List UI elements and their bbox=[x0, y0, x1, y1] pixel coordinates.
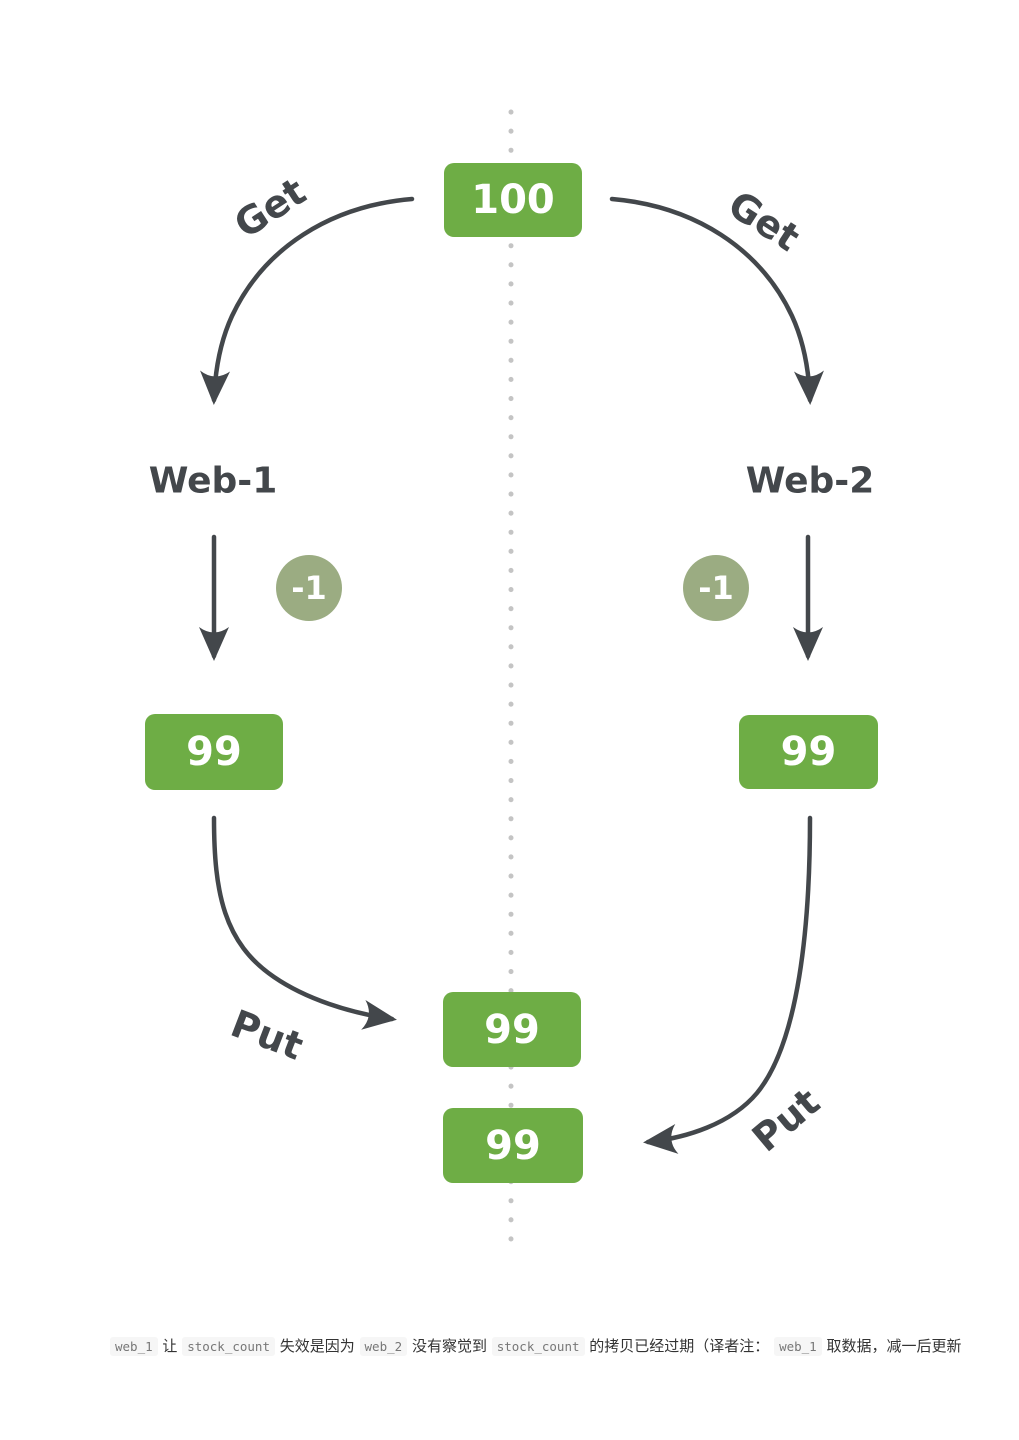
decrement-badge-left: -1 bbox=[276, 555, 342, 621]
get-arrow-right bbox=[609, 196, 824, 405]
put-arrow-right bbox=[643, 815, 813, 1154]
caption-code: web_1 bbox=[774, 1337, 822, 1356]
web1-node-label: Web-1 bbox=[148, 460, 278, 502]
stock-box-web2-result: 99 bbox=[739, 715, 878, 789]
caption-text: 的拷贝已经过期（译者注： bbox=[584, 1337, 775, 1355]
stock-box-initial: 100 bbox=[444, 163, 582, 237]
caption-code: stock_count bbox=[491, 1337, 585, 1356]
caption-code: stock_count bbox=[182, 1337, 275, 1356]
caption-text: 没有察觉到 bbox=[407, 1337, 492, 1355]
stock-box-web1-result: 99 bbox=[145, 714, 283, 790]
caption-text: 失效是因为 bbox=[274, 1337, 360, 1355]
caption-text: 取数据，减一后更新 bbox=[821, 1337, 962, 1355]
get-arrow-left bbox=[200, 196, 415, 405]
stock-box-second-put: 99 bbox=[443, 1108, 583, 1183]
caption: web_1 让 stock_count 失效是因为 web_2 没有察觉到 st… bbox=[110, 1334, 961, 1359]
put-arrow-left bbox=[211, 815, 397, 1030]
caption-code: web_1 bbox=[110, 1337, 158, 1356]
decrement-badge-right: -1 bbox=[683, 555, 749, 621]
stock-box-first-put: 99 bbox=[443, 992, 581, 1067]
web2-node-label: Web-2 bbox=[745, 460, 875, 502]
caption-code: web_2 bbox=[359, 1337, 408, 1356]
caption-text: 让 bbox=[157, 1337, 183, 1355]
